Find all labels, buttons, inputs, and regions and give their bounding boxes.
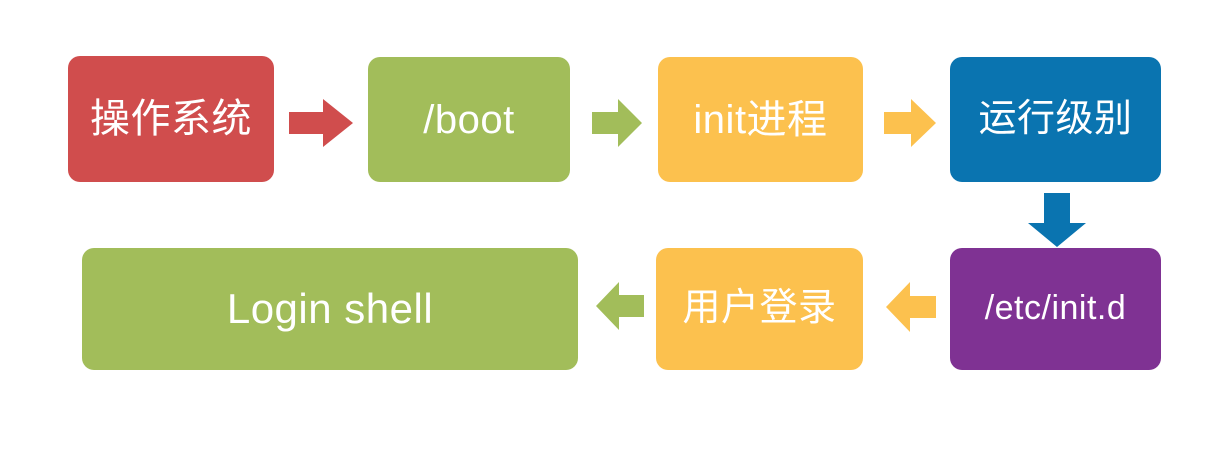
node-label: 用户登录 — [682, 287, 837, 330]
node-runlevel[interactable]: 运行级别 — [950, 57, 1161, 182]
node-init-process[interactable]: init进程 — [658, 57, 863, 182]
node-label: 操作系统 — [90, 97, 252, 141]
arrow-right-icon-boot-to-init — [592, 99, 642, 147]
node-boot[interactable]: /boot — [368, 57, 570, 182]
node-user-login[interactable]: 用户登录 — [656, 248, 863, 370]
arrow-left-icon-initd-to-user-login — [886, 282, 936, 332]
node-etc-init-d[interactable]: /etc/init.d — [950, 248, 1161, 370]
arrow-left-icon-user-login-to-login-shell — [596, 282, 644, 330]
arrow-right-icon-os-to-boot — [289, 99, 353, 147]
node-login-shell[interactable]: Login shell — [82, 248, 578, 370]
node-label: Login shell — [226, 284, 434, 332]
node-operating-system[interactable]: 操作系统 — [68, 56, 274, 182]
node-label: /etc/init.d — [984, 289, 1127, 328]
node-label: 运行级别 — [978, 97, 1133, 140]
node-label: /boot — [423, 97, 515, 142]
node-label: init进程 — [693, 97, 828, 142]
arrow-down-icon-runlevel-to-initd — [1028, 193, 1086, 247]
arrow-right-icon-init-to-runlevel — [884, 99, 936, 147]
